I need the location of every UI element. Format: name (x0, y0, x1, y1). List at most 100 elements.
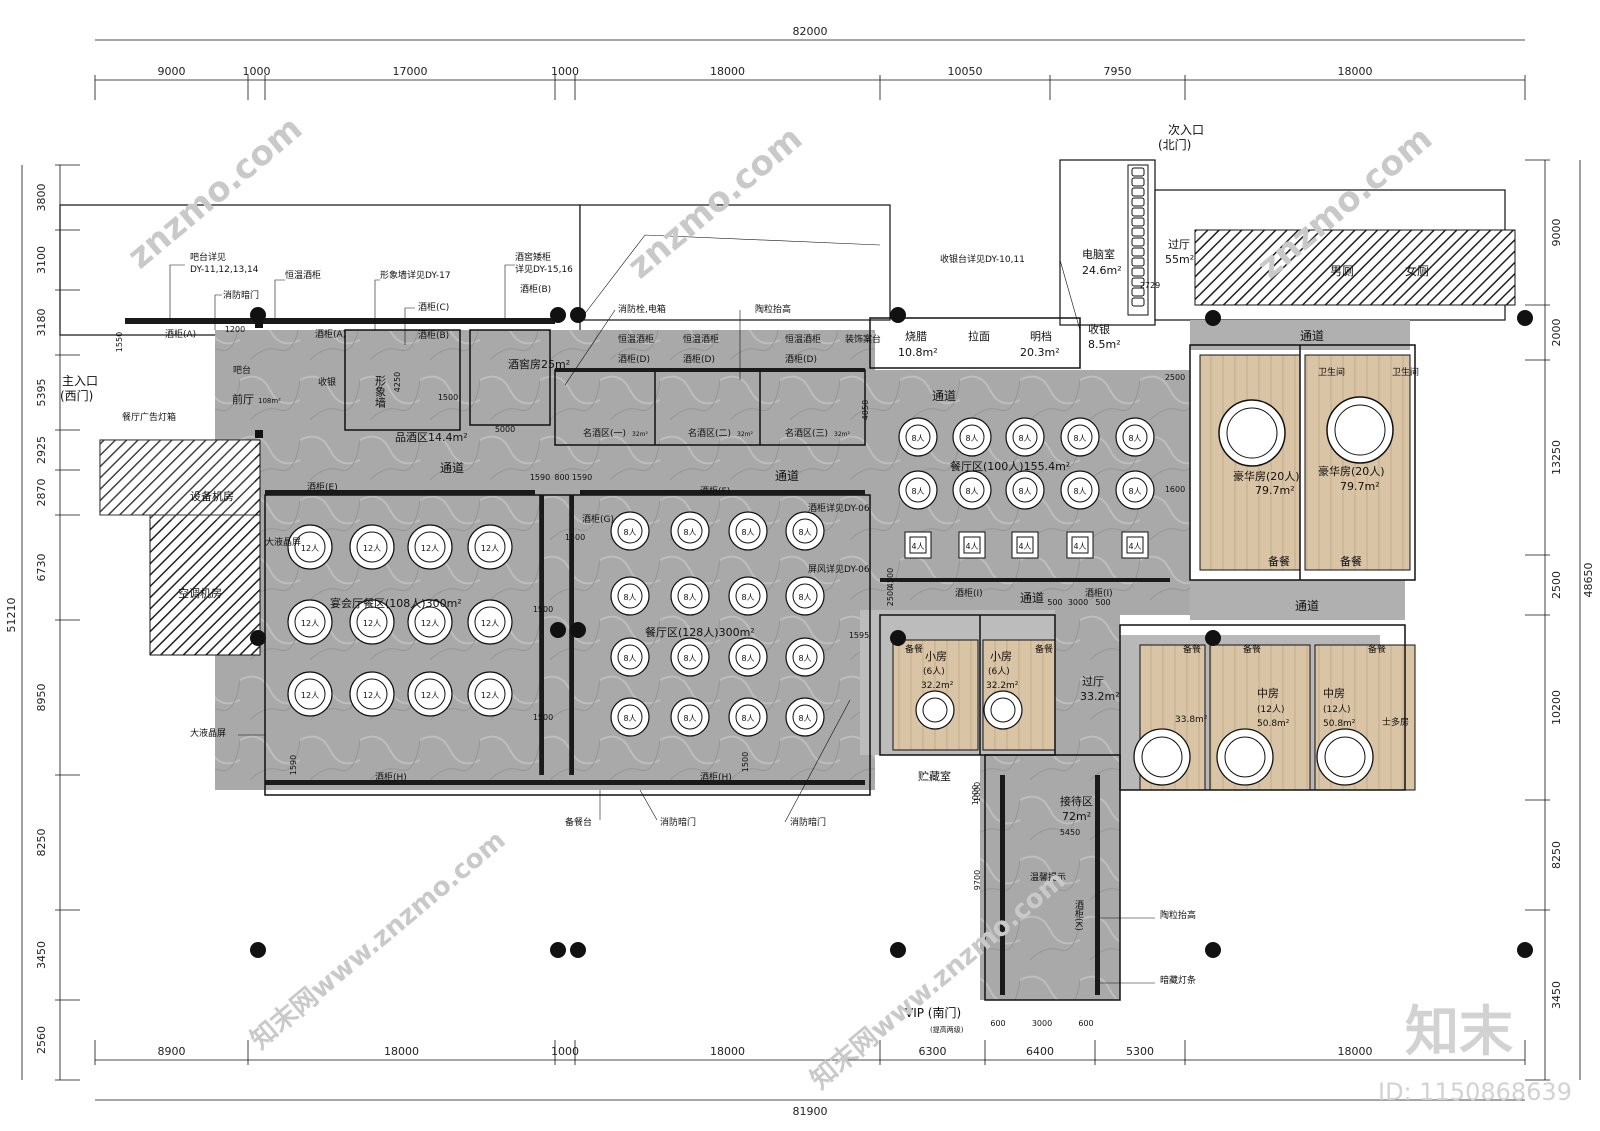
label-corridor-4: 通道 (1020, 591, 1044, 605)
label-low-cabinet-refs: 详见DY-15,16 (515, 263, 573, 275)
dim-inner: 600 (990, 1019, 1005, 1028)
label-low-cabinet: 酒窖矮柜 (515, 251, 551, 263)
dim-inner: 4050 (861, 400, 870, 420)
stair-step (1131, 287, 1145, 297)
label-wine-h-1: 酒柜(H) (375, 771, 407, 783)
label-ceramic-2: 陶粒抬高 (1160, 909, 1196, 921)
table-label: 12人 (301, 544, 319, 553)
banquet-table: 12人 (407, 524, 453, 570)
dim-bottom: 5300 (1126, 1045, 1154, 1058)
dining-table: 8人 (670, 637, 710, 677)
label-male-wc: 男厕 (1330, 264, 1354, 278)
dim-left: 3180 (35, 309, 48, 337)
table-label: 12人 (481, 619, 499, 628)
dim-left: 3800 (35, 184, 48, 212)
label-wine-c: 酒柜(C) (418, 301, 449, 313)
dim-inner: 1500 (741, 752, 750, 772)
dining-table: 8人 (728, 637, 768, 677)
dim-inner: 500 (1047, 598, 1062, 607)
label-corridor-1: 通道 (440, 461, 464, 475)
small-room-table (915, 690, 955, 730)
banquet-table: 12人 (349, 599, 395, 645)
label-wine-zone-area-3: 32m² (834, 431, 850, 438)
label-wine-h-2: 酒柜(H) (700, 771, 732, 783)
dim-top: 1000 (551, 65, 579, 78)
label-small-room-2: 小房 (990, 650, 1012, 663)
dim-inner: 1590 (530, 473, 550, 482)
banquet-table: 12人 (287, 599, 333, 645)
dim-left: 5395 (35, 379, 48, 407)
dim-left-total: 51210 (5, 598, 18, 633)
table-label: 8人 (1128, 434, 1141, 443)
dim-bottom: 1000 (551, 1045, 579, 1058)
label-hall: 过厅 (1168, 238, 1190, 251)
stair-step (1131, 247, 1145, 257)
table-label: 8人 (623, 654, 636, 663)
label-medium-area-2: 50.8m² (1257, 719, 1290, 729)
dining-table: 8人 (785, 576, 825, 616)
label-dining-a: 餐厅区(100人)155.4m² (950, 459, 1070, 473)
label-hall-area: 55m² (1165, 253, 1194, 266)
label-vip: VIP (南门) (905, 1005, 961, 1020)
label-thermo-1: 恒温酒柜 (285, 269, 321, 281)
dining-table: 8人 (670, 576, 710, 616)
table-label: 4人 (965, 542, 978, 551)
table-label: 8人 (683, 654, 696, 663)
dim-left: 8950 (35, 684, 48, 712)
dim-left: 3100 (35, 246, 48, 274)
label-wine-a-1: 酒柜(A) (165, 328, 196, 340)
table-label: 8人 (798, 593, 811, 602)
stair-step (1131, 277, 1145, 287)
label-cashier-detail: 收银台详见DY-10,11 (940, 253, 1025, 265)
table-label: 8人 (798, 714, 811, 723)
table-label: 8人 (683, 528, 696, 537)
label-wine-d-3: 酒柜(D) (785, 353, 817, 365)
dim-inner: 2500 (1165, 373, 1185, 382)
label-cashier-area: 8.5m² (1088, 338, 1121, 351)
dim-right: 8250 (1550, 841, 1563, 869)
dim-inner: 5000 (495, 425, 515, 434)
banquet-table: 12人 (407, 671, 453, 717)
label-medium-area-3: 50.8m² (1323, 719, 1356, 729)
label-dining-b: 餐厅区(128人)300m² (645, 625, 755, 639)
dim-bottom: 18000 (1338, 1045, 1373, 1058)
label-cash: 收银 (318, 376, 336, 388)
label-wine-b-2: 酒柜(B) (520, 283, 551, 295)
table-label: 4人 (911, 542, 924, 551)
label-second-entrance-sub: (北门) (1158, 137, 1191, 152)
label-wine-zone-2: 名酒区(二) (688, 427, 731, 439)
dim-top: 9000 (158, 65, 186, 78)
table-label: 12人 (301, 691, 319, 700)
dining-table: 8人 (1060, 417, 1100, 457)
stair-step (1131, 167, 1145, 177)
label-noodle: 拉面 (968, 329, 990, 343)
table-label: 8人 (741, 654, 754, 663)
label-medium-people-2: (12人) (1257, 704, 1284, 715)
label-open-stall: 明档 (1030, 329, 1052, 343)
table-label: 8人 (911, 487, 924, 496)
small-table: 4人 (958, 531, 986, 559)
dim-left: 3450 (35, 941, 48, 969)
label-thermo-2: 恒温酒柜 (618, 333, 654, 345)
label-corridor-2: 通道 (775, 469, 799, 483)
banquet-table: 12人 (467, 671, 513, 717)
small-table: 4人 (1011, 531, 1039, 559)
dim-right: 2000 (1550, 319, 1563, 347)
dining-table: 8人 (785, 697, 825, 737)
label-fire-door-2: 消防暗门 (660, 816, 696, 828)
label-reception: 接待区 (1060, 794, 1093, 808)
table-label: 12人 (301, 619, 319, 628)
label-prep-2: 备餐 (1340, 554, 1362, 568)
small-table: 4人 (1121, 531, 1149, 559)
label-small-area-2: 32.2m² (986, 681, 1019, 691)
table-label: 12人 (481, 544, 499, 553)
dim-inner: 1595 (849, 631, 869, 640)
label-luxury-2: 豪华房(20人) (1318, 464, 1385, 478)
brand-logo: 知末 (1405, 1000, 1513, 1063)
label-equip-room: 设备机房 (190, 489, 234, 503)
label-wine-d-2: 酒柜(D) (683, 353, 715, 365)
table-label: 8人 (1073, 434, 1086, 443)
label-ac-room: 空调机房 (178, 586, 222, 600)
label-thermo-4: 恒温酒柜 (785, 333, 821, 345)
table-label: 8人 (623, 528, 636, 537)
